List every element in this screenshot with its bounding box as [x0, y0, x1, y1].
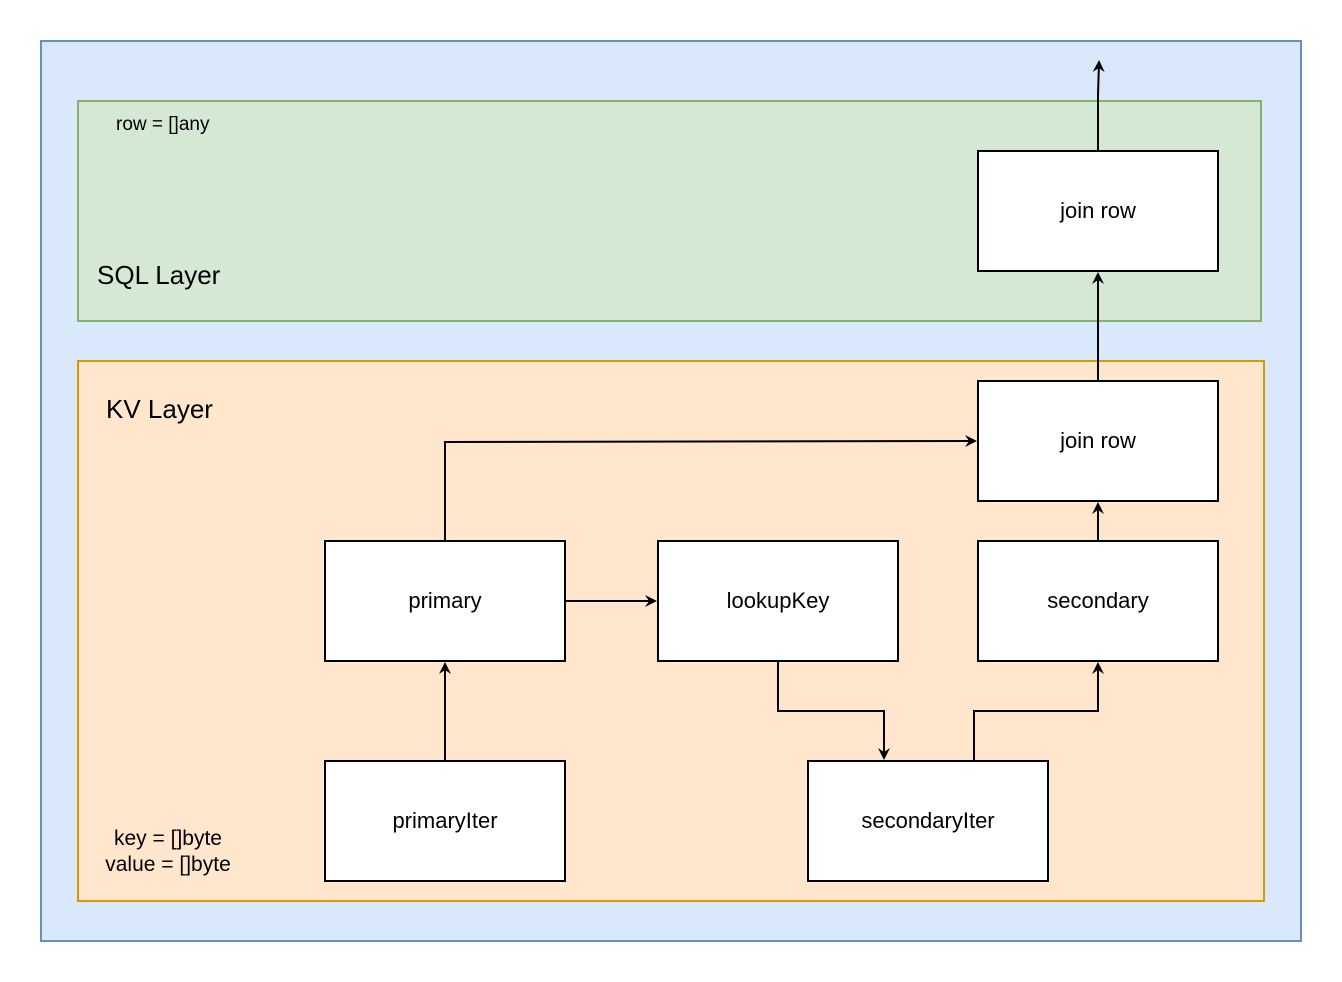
secondary-iter-label: secondaryIter — [861, 808, 995, 833]
sql-layer-title: SQL Layer — [97, 260, 221, 290]
secondary-node[interactable]: secondary — [977, 540, 1219, 662]
join-row-top-label: join row — [1060, 198, 1136, 223]
primary-label: primary — [408, 588, 482, 613]
edge-lookupkey-to-secondaryiter — [777, 662, 890, 760]
kv-value-note: value = []byte — [105, 853, 231, 876]
secondary-iter-node[interactable]: secondaryIter — [807, 760, 1049, 882]
kv-key-note: key = []byte — [114, 827, 222, 850]
lookup-key-label: lookupKey — [726, 588, 830, 613]
lookup-key-node[interactable]: lookupKey — [657, 540, 899, 662]
edge-primary-to-join — [444, 435, 977, 540]
edge-join-row-output — [1092, 60, 1105, 150]
join-row-kv-node[interactable]: join row — [977, 380, 1219, 502]
primary-iter-node[interactable]: primaryIter — [324, 760, 566, 882]
sql-layer-note: row = []any — [116, 114, 210, 135]
secondary-label: secondary — [1047, 588, 1149, 613]
join-row-top-node[interactable]: join row — [977, 150, 1219, 272]
primary-iter-label: primaryIter — [392, 808, 498, 833]
join-row-kv-label: join row — [1060, 428, 1136, 453]
edge-secondaryiter-to-secondary — [973, 662, 1104, 760]
primary-node[interactable]: primary — [324, 540, 566, 662]
kv-layer-title: KV Layer — [106, 394, 213, 424]
kv-layer-note: key = []byte value = []byte — [98, 826, 238, 878]
